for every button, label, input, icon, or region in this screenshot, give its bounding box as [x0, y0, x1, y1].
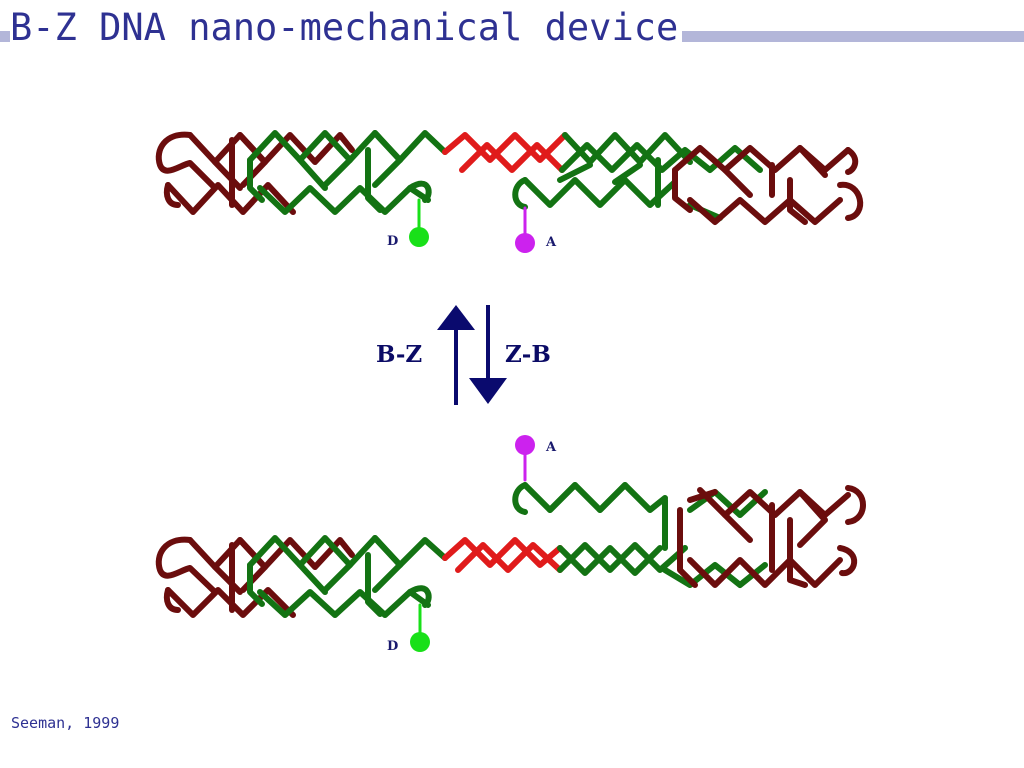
acceptor-label-top: A: [545, 235, 557, 250]
donor-dot-top: [409, 227, 429, 247]
donor-label-bottom: D: [387, 639, 398, 654]
acceptor-label-bottom: A: [545, 440, 557, 455]
z-segment-bottom: [442, 537, 563, 573]
left-outer-domain-bottom: [155, 536, 355, 618]
left-outer-domain-top: [155, 131, 355, 215]
acceptor-dot-bottom: [515, 435, 535, 455]
right-outer-domain-bottom: [677, 485, 866, 588]
b-to-z-label: B-Z: [376, 341, 422, 368]
left-inner-domain-bottom: [247, 535, 448, 618]
acceptor-dot-top: [515, 233, 535, 253]
right-inner-domain-bottom: [512, 482, 768, 588]
right-outer-domain-top: [672, 145, 864, 225]
left-inner-domain-top: [247, 130, 448, 215]
slide-title: B-Z DNA nano-mechanical device: [10, 6, 683, 50]
donor-dot-bottom: [410, 632, 430, 652]
arrow-up-head: [437, 305, 475, 330]
transition-arrows: [437, 305, 507, 405]
dna-construct-bottom: [155, 448, 866, 640]
z-segment-top: [442, 132, 568, 173]
donor-label-top: D: [387, 234, 398, 249]
citation: Seeman, 1999: [11, 714, 120, 732]
z-to-b-label: Z-B: [505, 341, 551, 368]
dna-construct-top: [155, 130, 864, 242]
arrow-down-head: [469, 378, 507, 404]
